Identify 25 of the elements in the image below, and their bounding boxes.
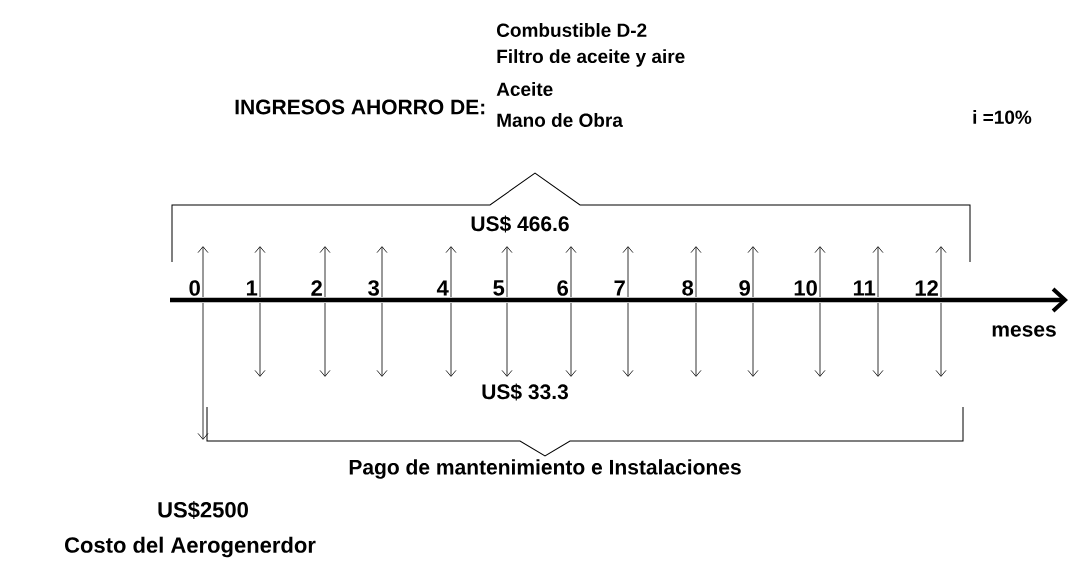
period-number: 8 bbox=[682, 280, 694, 296]
period-number: 6 bbox=[557, 280, 568, 296]
period-number: 9 bbox=[739, 280, 750, 296]
item-text: Mano de Obra bbox=[497, 113, 623, 127]
item-text: Aceite bbox=[496, 82, 553, 96]
axis-label: meses bbox=[992, 325, 1056, 337]
period-number: 1 bbox=[246, 280, 258, 296]
caption-text: Costo del Aerogenerdor bbox=[65, 536, 316, 558]
period-number: 5 bbox=[493, 280, 505, 296]
amount-label: US$2500 bbox=[158, 501, 248, 519]
interest-rate-text: i =10% bbox=[973, 110, 1032, 124]
period-number: 11 bbox=[853, 280, 876, 296]
period-number: 3 bbox=[368, 280, 379, 296]
period-number: 4 bbox=[436, 280, 449, 296]
item-text: Combustible D-2 bbox=[497, 23, 647, 37]
period-number: 7 bbox=[614, 280, 625, 296]
period-number: 10 bbox=[794, 280, 817, 296]
period-number: 2 bbox=[311, 280, 322, 296]
amount-label: US$ 466.6 bbox=[471, 215, 569, 233]
heading-text: INGRESOS AHORRO DE: bbox=[235, 99, 485, 115]
caption-text: Pago de mantenimiento e Instalaciones bbox=[349, 459, 741, 479]
item-text: Filtro de aceite y aire bbox=[497, 49, 685, 67]
amount-label: US$ 33.3 bbox=[482, 383, 568, 401]
period-number: 12 bbox=[915, 280, 938, 296]
period-number: 0 bbox=[189, 280, 200, 296]
